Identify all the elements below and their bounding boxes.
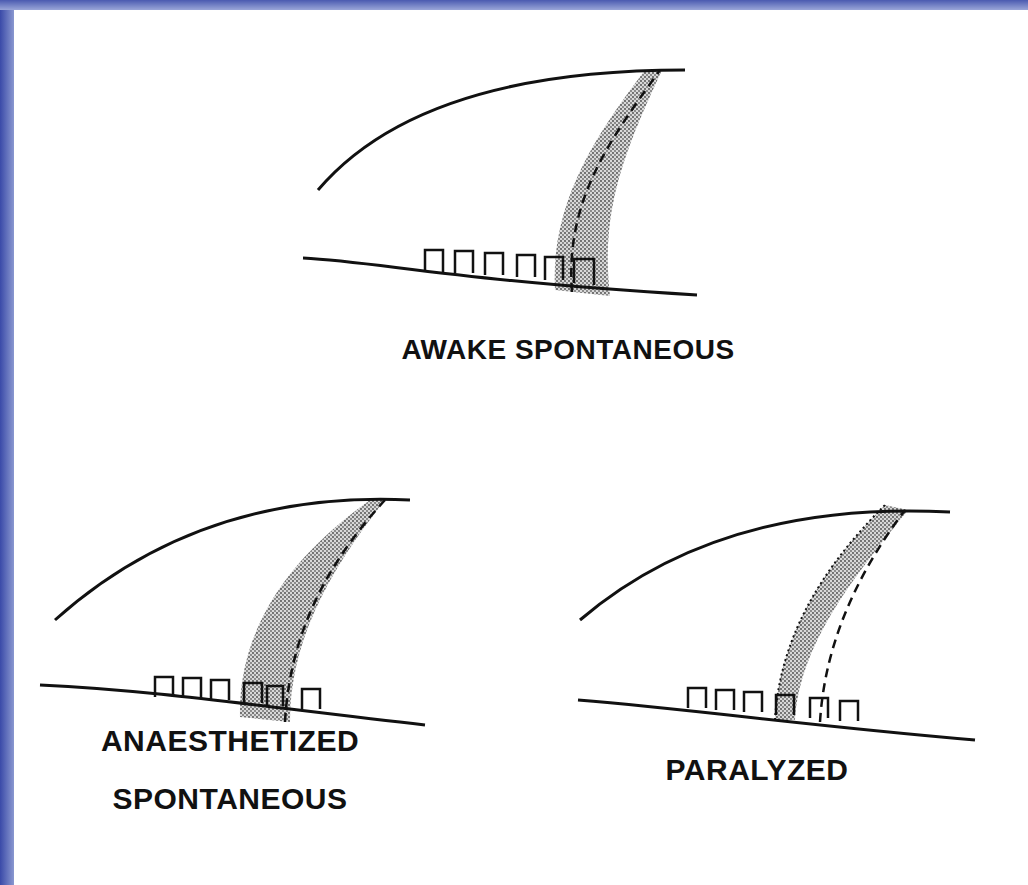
paralyzed-diagram	[578, 505, 975, 740]
condition-label: ANAESTHETIZED SPONTANEOUS	[85, 712, 375, 828]
condition-label: PARALYZED	[627, 748, 887, 792]
anaesthetized-diagram	[40, 499, 425, 725]
slide-border	[0, 0, 14, 885]
awake-diagram	[303, 70, 697, 296]
slide-border	[0, 0, 1028, 10]
condition-label: AWAKE SPONTANEOUS	[358, 328, 778, 372]
